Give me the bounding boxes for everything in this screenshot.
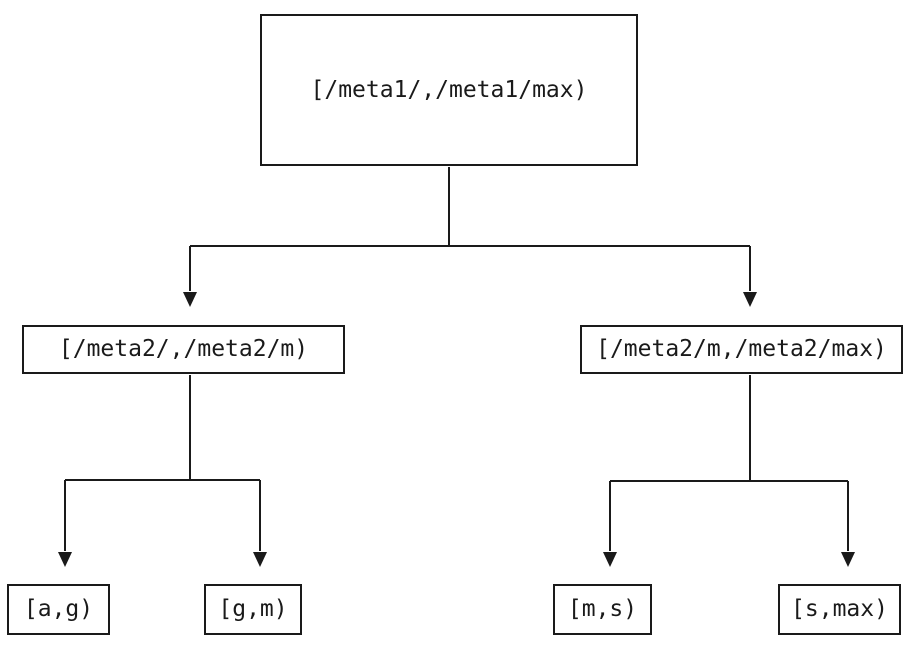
arrowhead-level2-right-icon: [743, 292, 757, 307]
tree-node-meta2-high: [/meta2/m,/meta2/max): [580, 325, 903, 374]
tree-node-meta2-low: [/meta2/,/meta2/m): [22, 325, 345, 374]
arrowhead-leaf-ms-icon: [603, 552, 617, 567]
edge-root-to-level2: [183, 167, 757, 307]
arrowhead-leaf-ag-icon: [58, 552, 72, 567]
arrowhead-leaf-smax-icon: [841, 552, 855, 567]
tree-node-leaf-gm: [g,m): [204, 584, 302, 635]
tree-node-leaf-ag: [a,g): [7, 584, 110, 635]
arrowhead-level2-left-icon: [183, 292, 197, 307]
edge-right-subtree: [603, 375, 855, 567]
tree-node-root: [/meta1/,/meta1/max): [260, 14, 638, 166]
tree-node-leaf-smax: [s,max): [778, 584, 901, 635]
edge-left-subtree: [58, 375, 267, 567]
tree-node-leaf-ms: [m,s): [553, 584, 652, 635]
arrowhead-leaf-gm-icon: [253, 552, 267, 567]
